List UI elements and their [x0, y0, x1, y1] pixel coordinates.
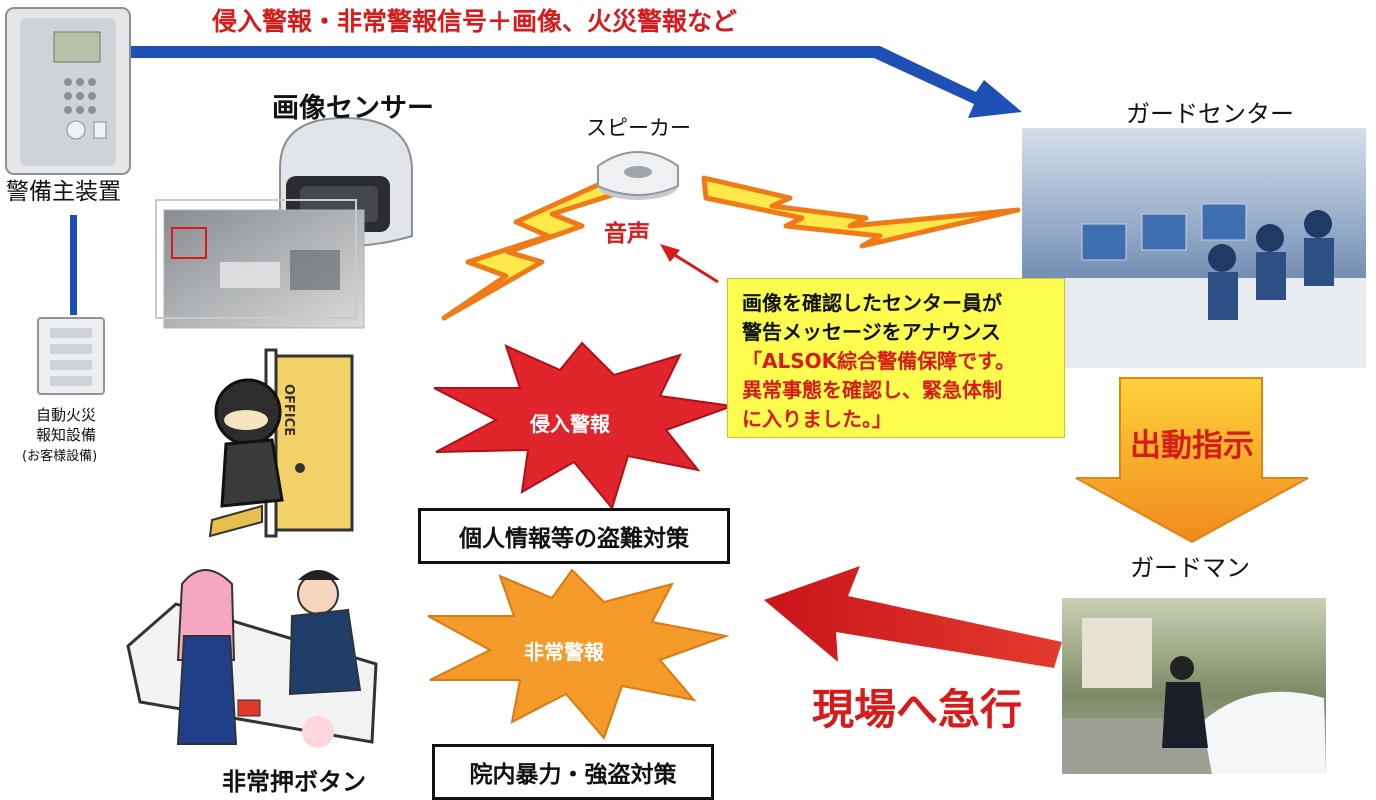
burglar-illustration	[208, 348, 354, 538]
reception-illustration	[126, 569, 378, 748]
violence-measure-text: 院内暴力・強盗対策	[469, 762, 677, 788]
lightning-bolt-left	[441, 181, 631, 321]
lightning-bolt-right	[701, 175, 1021, 249]
top-banner: 侵入警報・非常警報信号＋画像、火災警報など	[212, 7, 738, 36]
speaker-label: スピーカー	[586, 116, 691, 140]
emergency-alarm-label: 非常警報	[524, 640, 604, 664]
guard-center-label: ガードセンター	[1126, 100, 1294, 128]
office-sign: OFFICE	[281, 384, 296, 437]
callout-line-5: に入りました。」	[742, 407, 892, 431]
callout-line-2: 警告メッセージをアナウンス	[742, 320, 1001, 344]
emergency-burst	[427, 568, 730, 740]
fire-equipment-label-1: 自動火災	[36, 406, 97, 424]
speaker-device	[597, 151, 679, 200]
panic-button-label: 非常押ボタン	[222, 768, 366, 796]
fire-equipment-device	[37, 317, 105, 395]
fire-equipment-label-2: 報知設備	[36, 426, 97, 444]
signal-arrow	[128, 46, 1022, 118]
voice-pointer-line	[669, 250, 719, 284]
image-sensor-label: 画像センサー	[272, 93, 434, 124]
callout-line-1: 画像を確認したセンター員が	[742, 291, 1002, 315]
main-unit-device	[5, 7, 131, 175]
personal-info-measure-box: 個人情報等の盗難対策	[418, 508, 730, 564]
dispatch-label: 出動指示	[1130, 428, 1254, 464]
callout-line-4: 異常事態を確認し、緊急体制	[742, 378, 1002, 402]
guardman-label: ガードマン	[1130, 554, 1250, 582]
guardman-photo	[1062, 598, 1326, 774]
rush-arrow	[764, 566, 1062, 668]
personal-info-measure-text: 個人情報等の盗難対策	[459, 526, 689, 552]
connector-line	[70, 215, 77, 315]
dispatch-arrow	[1075, 377, 1309, 544]
guard-center-photo	[1022, 128, 1366, 368]
callout-line-3: 「ALSOK綜合警備保障です。	[742, 349, 1016, 373]
intrusion-alarm-label: 侵入警報	[530, 412, 610, 436]
violence-measure-box: 院内暴力・強盗対策	[432, 744, 714, 800]
fire-equipment-label-3: (お客様設備)	[22, 449, 98, 464]
sensor-image-panel	[150, 170, 386, 330]
main-unit-label: 警備主装置	[6, 179, 121, 205]
voice-label: 音声	[604, 221, 650, 247]
announcement-callout: 画像を確認したセンター員が 警告メッセージをアナウンス 「ALSOK綜合警備保障…	[727, 278, 1065, 438]
voice-pointer-head	[660, 244, 680, 262]
rush-label: 現場へ急行	[812, 685, 1023, 734]
intrusion-burst	[433, 341, 733, 511]
